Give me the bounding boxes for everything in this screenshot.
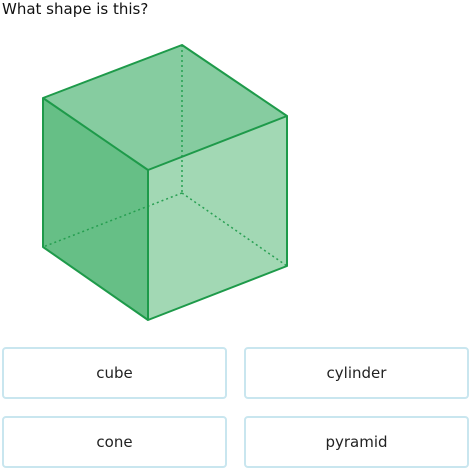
choice-button-cone[interactable]: cone: [2, 416, 227, 468]
cube-visible-edges: [42, 44, 288, 321]
choice-label: cone: [96, 433, 133, 451]
choice-button-cube[interactable]: cube: [2, 347, 227, 399]
choice-label: cylinder: [326, 364, 387, 382]
question-text: What shape is this?: [2, 0, 149, 18]
choice-button-cylinder[interactable]: cylinder: [244, 347, 469, 399]
choice-label: pyramid: [325, 433, 388, 451]
choice-button-pyramid[interactable]: pyramid: [244, 416, 469, 468]
choice-label: cube: [96, 364, 133, 382]
